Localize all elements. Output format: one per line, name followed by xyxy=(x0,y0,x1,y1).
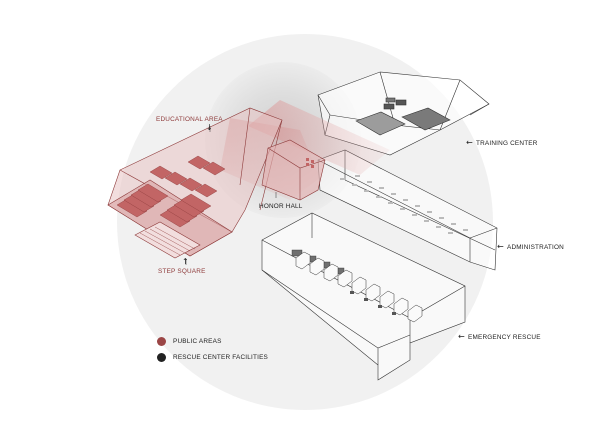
arrow-up-icon: ↑ xyxy=(182,257,189,266)
legend-item-public-areas: PUBLIC AREAS xyxy=(157,335,222,347)
beam-to-training xyxy=(248,100,390,175)
arrow-left-icon: ← xyxy=(497,242,504,251)
label-training-center: TRAINING CENTER xyxy=(476,140,538,147)
arrow-left-icon: ← xyxy=(458,332,465,341)
arrow-down-icon: ↓ xyxy=(206,123,213,132)
label-step-square: STEP SQUARE xyxy=(158,268,206,275)
legend-label: PUBLIC AREAS xyxy=(173,337,222,345)
administration-volume xyxy=(317,149,498,271)
educational-area-volume xyxy=(107,107,283,259)
label-honor-hall: HONOR HALL xyxy=(259,203,303,210)
legend-item-rescue-facilities: RESCUE CENTER FACILITIES xyxy=(157,351,268,363)
training-center-volume xyxy=(317,71,490,156)
legend-swatch-facility xyxy=(157,352,166,362)
label-educational-area: EDUCATIONAL AREA xyxy=(156,116,223,123)
legend-label: RESCUE CENTER FACILITIES xyxy=(173,353,268,361)
honor-hall-volume xyxy=(261,139,326,201)
legend-swatch-public xyxy=(157,336,166,346)
emergency-rescue-volume xyxy=(261,212,466,381)
label-administration: ADMINISTRATION xyxy=(507,244,565,251)
leader-lines xyxy=(185,126,277,265)
label-emergency-rescue: EMERGENCY RESCUE xyxy=(468,334,541,341)
arrow-left-icon: ← xyxy=(466,138,473,147)
